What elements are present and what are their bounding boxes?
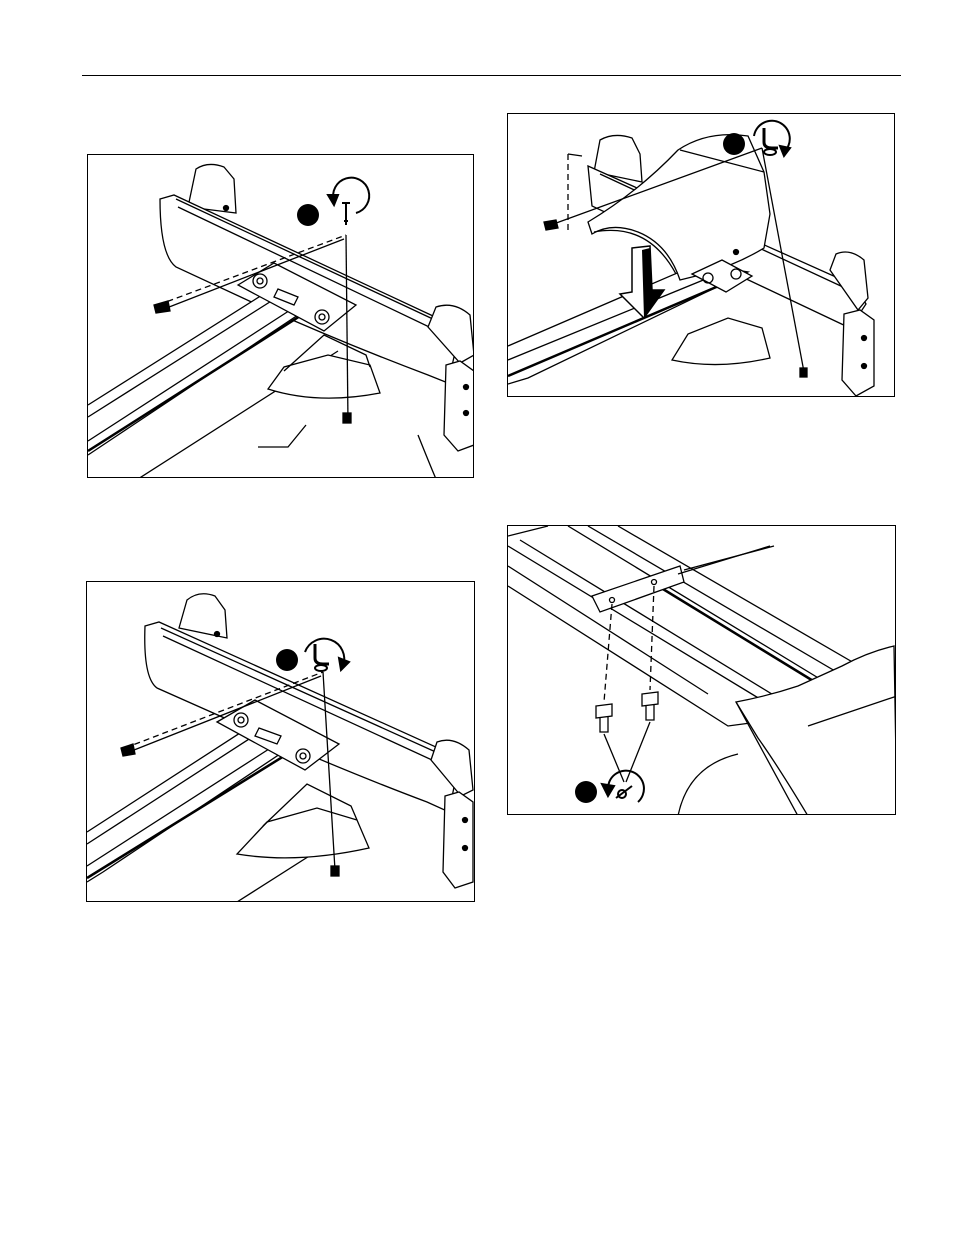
figure-3-rear-crossbar-hex-key <box>86 581 475 902</box>
step-badge-1 <box>297 204 319 226</box>
figure-4-drawing <box>508 526 896 815</box>
step-badge-2 <box>723 133 745 155</box>
hex-key-clockwise-icon <box>754 121 790 156</box>
step-badge-4 <box>575 781 597 803</box>
figure-1-rear-crossbar-screwdriver <box>87 154 474 478</box>
figure-4-underside-bracket-bolts <box>507 525 896 815</box>
figure-1-drawing <box>88 155 474 478</box>
wrench-counterclockwise-icon <box>602 771 644 802</box>
step-badge-3 <box>276 649 298 671</box>
hex-key-clockwise-icon <box>305 639 349 671</box>
screwdriver-counterclockwise-icon <box>328 178 369 225</box>
figure-3-drawing <box>87 582 475 902</box>
header-rule <box>82 75 901 76</box>
figure-2-hood-cover-installation <box>507 113 895 397</box>
figure-2-drawing <box>508 114 895 397</box>
